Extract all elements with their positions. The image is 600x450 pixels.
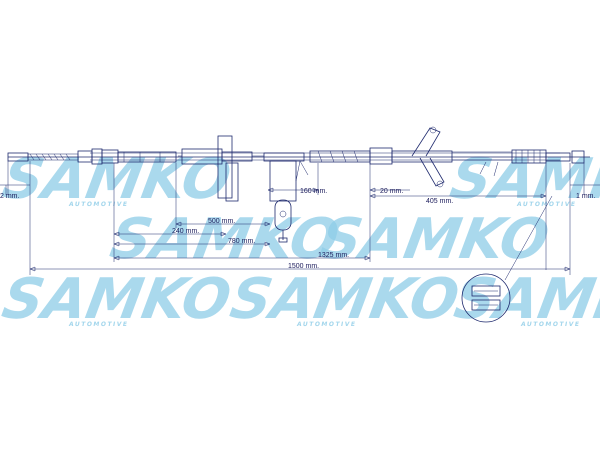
detail-callout — [461, 195, 553, 323]
watermark-bottom-left: SAMKO AUTOMOTIVE — [0, 267, 236, 332]
watermark-tagline: AUTOMOTIVE — [520, 321, 581, 328]
dim-label-405: 405 mm. — [426, 198, 453, 205]
dim-label-left-end: 2 mm. — [0, 193, 20, 200]
equaliser-bracket — [263, 152, 309, 243]
watermark-middle-right: SAMKO — [316, 207, 554, 272]
watermark-brand: SAMKO — [0, 267, 236, 332]
dimension-labels: 2 mm. 1 mm. 160 mm. 20 mm. 405 mm. 500 m… — [0, 188, 596, 270]
dim-label-right-end: 1 mm. — [576, 193, 596, 200]
dim-label-780: 780 mm. — [228, 238, 255, 245]
watermark-middle-left: SAMKO — [106, 207, 344, 272]
dim-label-20: 20 mm. — [380, 188, 403, 195]
watermark-brand: SAMKO — [106, 207, 344, 272]
watermark-brand: SAMKO — [316, 207, 554, 272]
watermark-tagline: AUTOMOTIVE — [68, 321, 129, 328]
right-end-fitting — [479, 149, 585, 177]
cable-mid-section — [309, 147, 393, 165]
watermark-brand: SAMKO — [446, 147, 600, 212]
watermark-tagline: AUTOMOTIVE — [296, 321, 357, 328]
sleeve-left — [101, 149, 177, 164]
watermark-bottom-center: SAMKO AUTOMOTIVE — [226, 267, 464, 332]
watermark-top-right: SAMKO AUTOMOTIVE — [446, 147, 600, 212]
watermark-layer: SAMKO AUTOMOTIVE SAMKO AUTOMOTIVE SAMKO … — [0, 147, 600, 332]
watermark-brand: SAMKO — [226, 267, 464, 332]
watermark-tagline: AUTOMOTIVE — [516, 201, 577, 208]
middle-bracket — [178, 135, 264, 202]
cable-assembly — [7, 126, 590, 323]
dim-label-1500: 1500 mm. — [288, 263, 319, 270]
bracket-post — [217, 135, 233, 199]
dim-label-160: 160 mm. — [300, 188, 327, 195]
dim-label-240: 240 mm. — [172, 228, 199, 235]
dimension-lines — [0, 161, 600, 275]
dim-label-500: 500 mm. — [208, 218, 235, 225]
dim-label-1325: 1325 mm. — [318, 252, 349, 259]
watermark-tagline: AUTOMOTIVE — [68, 201, 129, 208]
right-lever — [391, 126, 512, 188]
